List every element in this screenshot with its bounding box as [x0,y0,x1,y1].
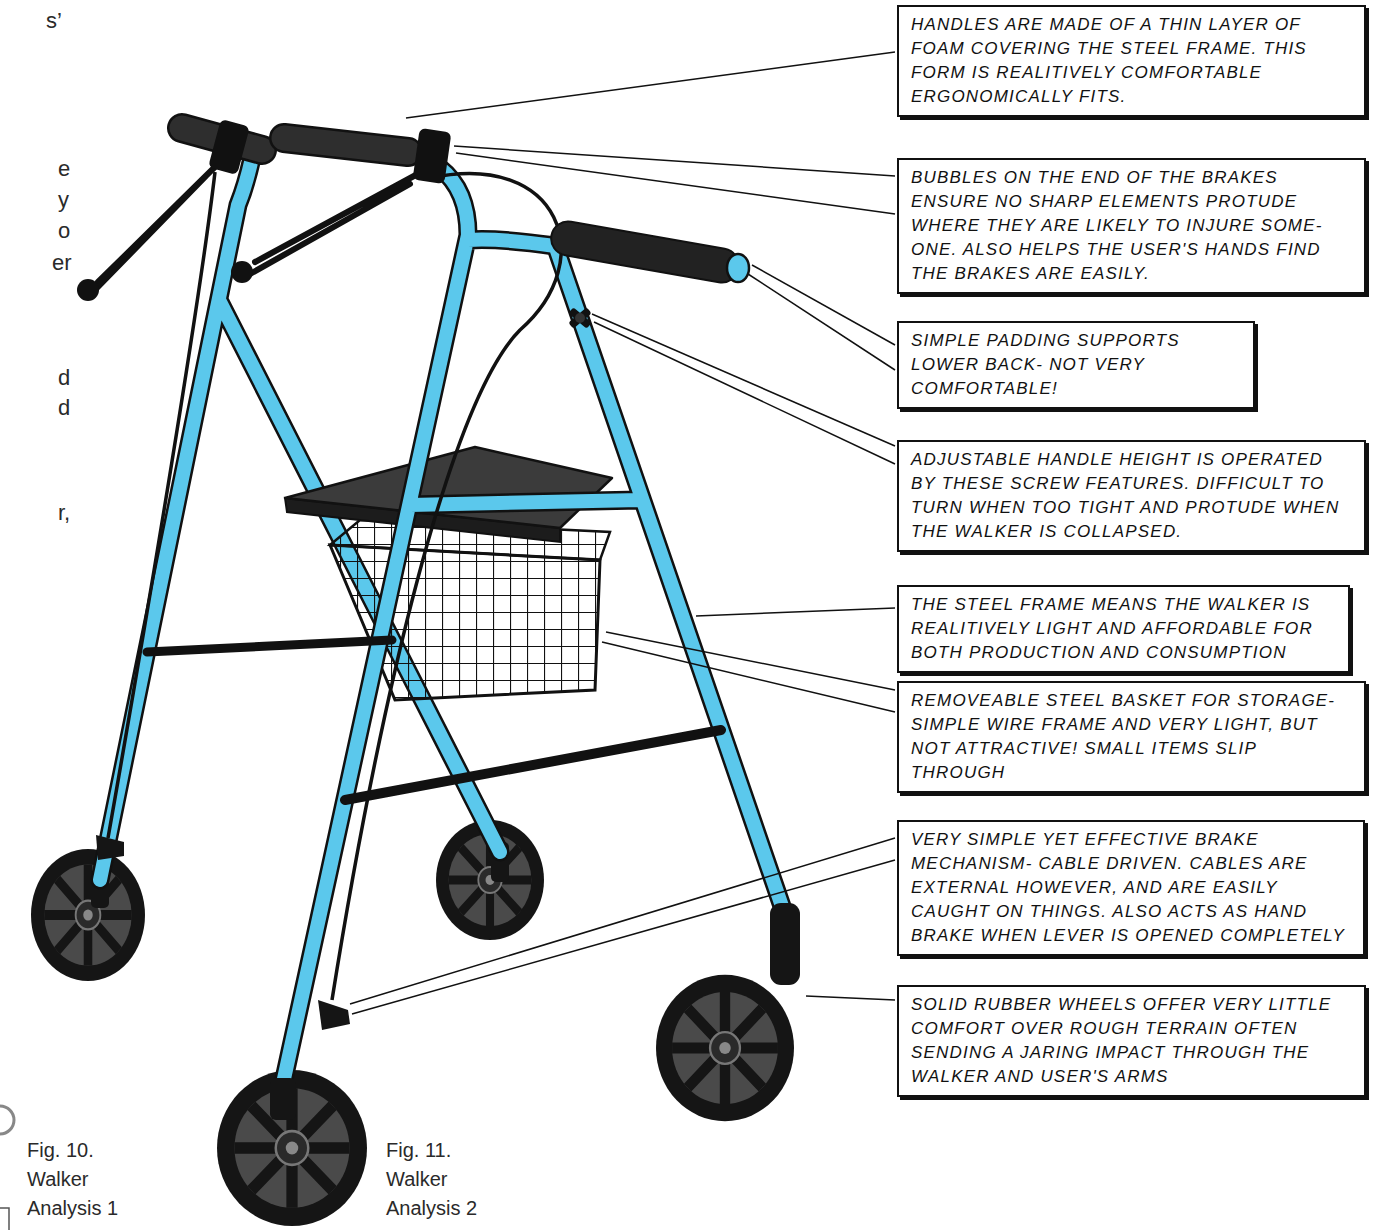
leader-line [592,314,895,446]
callout-text: VERY SIMPLE YET EFFECTIVE BRAKE MECHANIS… [911,828,1351,948]
adjust-knob-centre [575,313,585,323]
callout-box: BUBBLES ON THE END OF THE BRAKES ENSURE … [897,158,1366,294]
cross-strap [147,640,392,652]
leader-line [352,860,895,1014]
callout-box: HANDLES ARE MADE OF A THIN LAYER OF FOAM… [897,5,1366,117]
wheel-brake [96,835,124,860]
leader-line [406,52,895,118]
callout-text: SIMPLE PADDING SUPPORTS LOWER BACK- NOT … [911,329,1241,401]
brake-cable [332,174,561,1000]
callout-box: THE STEEL FRAME MEANS THE WALKER IS REAL… [897,585,1350,673]
brake-housing [413,128,452,184]
callout-box: ADJUSTABLE HANDLE HEIGHT IS OPERATED BY … [897,440,1366,552]
callout-box: REMOVEABLE STEEL BASKET FOR STORAGE- SIM… [897,681,1366,793]
leader-line [602,642,895,712]
callout-text: THE STEEL FRAME MEANS THE WALKER IS REAL… [911,593,1336,665]
front-far-wheel [31,849,145,981]
callout-text: ADJUSTABLE HANDLE HEIGHT IS OPERATED BY … [911,448,1352,544]
cropped-text: y [58,187,69,213]
tube-end-cap [727,254,749,282]
brake-bubble [231,261,253,283]
leader-line [350,838,895,1004]
leader-line [456,153,895,214]
cropped-text: e [58,156,70,182]
callout-text: BUBBLES ON THE END OF THE BRAKES ENSURE … [911,166,1352,286]
wheel-brake [318,1000,350,1030]
near-frame-outline [282,168,785,1088]
figure-caption: Fig. 10. Walker Analysis 1 [27,1136,131,1223]
callout-text: HANDLES ARE MADE OF A THIN LAYER OF FOAM… [911,13,1352,109]
seat [285,447,612,528]
brake-lever [93,160,222,292]
front-near-wheel [217,1070,367,1226]
callout-box: SIMPLE PADDING SUPPORTS LOWER BACK- NOT … [897,321,1255,409]
leader-line [606,632,895,690]
leader-line [806,996,895,1000]
near-frame-tube [282,168,785,1088]
backrest-pad [548,219,741,285]
edge-fragment [0,1208,9,1230]
cropped-text: d [58,365,70,391]
cropped-text: er [52,250,72,276]
adjust-knob [568,307,592,329]
brake-cable [108,172,215,838]
edge-fragment [0,1106,14,1134]
leader-line [748,274,895,370]
cropped-text: r, [58,500,70,526]
callout-box: VERY SIMPLE YET EFFECTIVE BRAKE MECHANIS… [897,820,1365,956]
leader-line [696,608,895,616]
cropped-text: s’ [46,8,62,34]
adjust-knob [568,307,592,329]
brake-lever [250,170,425,274]
brake-housing [208,119,250,175]
handle-grip [284,138,408,152]
caster-fork [770,903,800,985]
callout-box: SOLID RUBBER WHEELS OFFER VERY LITTLE CO… [897,985,1366,1097]
cropped-text: o [58,218,70,244]
brake-bubble [77,279,99,301]
handle-grip-outline [284,138,408,152]
cross-strap [345,730,721,800]
leader-line [752,265,895,345]
leader-lines [350,52,895,1014]
figure-caption: Fig. 11. Walker Analysis 2 [386,1136,490,1223]
leader-line [594,322,895,464]
leader-line [454,146,895,176]
callout-text: SOLID RUBBER WHEELS OFFER VERY LITTLE CO… [911,993,1352,1089]
cropped-text: d [58,395,70,421]
callout-text: REMOVEABLE STEEL BASKET FOR STORAGE- SIM… [911,689,1352,785]
rear-near-wheel [656,975,794,1121]
caster-fork [270,1078,296,1120]
